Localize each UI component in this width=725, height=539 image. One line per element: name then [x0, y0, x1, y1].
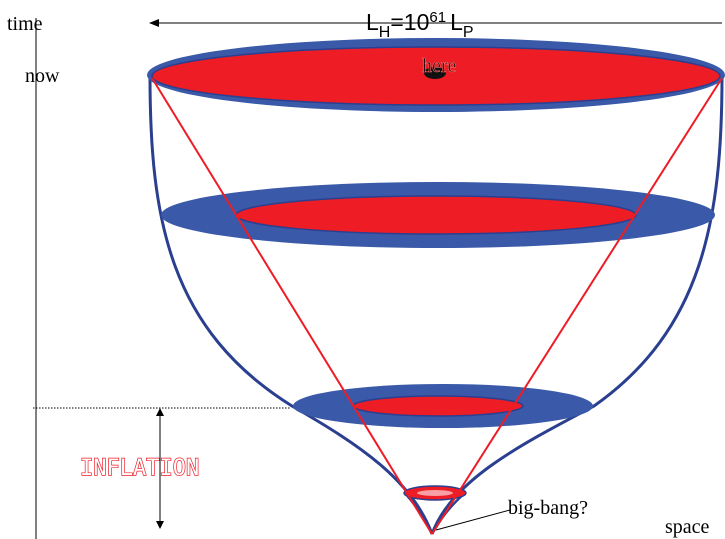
horizon-exponent: 61: [429, 9, 446, 26]
light-cone-left: [151, 77, 433, 535]
big-bang-label: big-bang?: [508, 497, 588, 519]
here-marker: [424, 67, 446, 79]
outer-cone-left: [148, 75, 434, 535]
inflation-label: INFLATION: [80, 456, 199, 481]
horizon-L-sub: H: [379, 24, 391, 41]
space-label: space: [665, 516, 710, 538]
here-label: here: [422, 55, 457, 77]
mid-red-disc: [235, 195, 637, 235]
small-inner-ring: [417, 490, 453, 496]
now-label: now: [25, 65, 60, 87]
big-bang-pointer: [435, 509, 511, 531]
time-label: time: [7, 13, 43, 35]
outer-cone-right: [430, 75, 724, 535]
lower-red-disc: [352, 395, 524, 417]
horizon-LP-sub: P: [463, 24, 474, 41]
horizon-equals: =10: [390, 9, 429, 35]
light-cone-right: [431, 77, 723, 535]
horizon-LP: L: [450, 9, 463, 35]
horizon-L: L: [366, 9, 379, 35]
